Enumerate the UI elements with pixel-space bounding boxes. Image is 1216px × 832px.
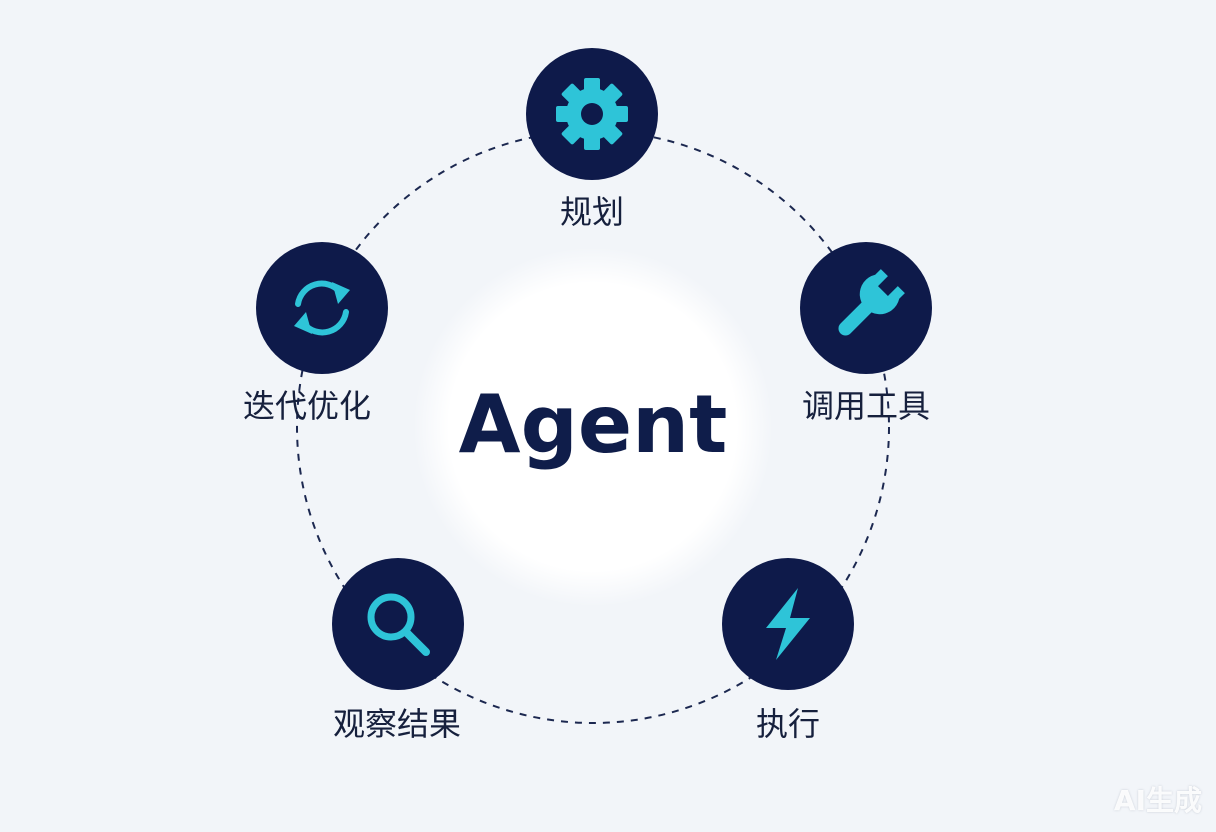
lightning-icon bbox=[766, 588, 810, 660]
node-observe bbox=[332, 558, 464, 690]
step-label-planning: 规划 bbox=[559, 193, 624, 231]
step-label-iterate: 迭代优化 bbox=[242, 387, 371, 425]
refresh-cycle-icon bbox=[294, 280, 350, 336]
node-tool-call bbox=[800, 242, 932, 374]
step-label-observe: 观察结果 bbox=[332, 705, 461, 743]
step-label-execute: 执行 bbox=[755, 705, 820, 743]
gear-icon bbox=[556, 78, 628, 150]
ai-generated-watermark: AI生成 bbox=[1113, 784, 1202, 817]
wrench-icon bbox=[838, 269, 905, 336]
node-planning bbox=[526, 48, 658, 180]
magnifier-icon bbox=[367, 593, 430, 656]
node-iterate bbox=[256, 242, 388, 374]
step-label-tool-call: 调用工具 bbox=[801, 387, 930, 425]
node-execute bbox=[722, 558, 854, 690]
dashed-cycle-ring bbox=[296, 130, 890, 724]
center-title: Agent bbox=[458, 378, 728, 471]
center-disc bbox=[413, 247, 773, 607]
